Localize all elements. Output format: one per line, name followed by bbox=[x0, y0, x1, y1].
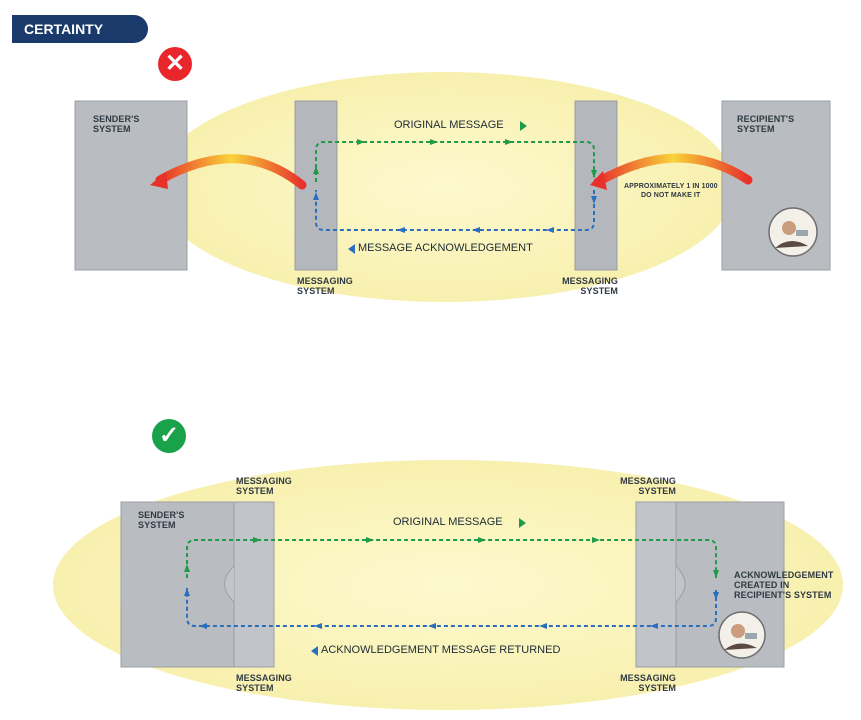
bottom-original-message-arrow-icon bbox=[519, 518, 526, 528]
top-left-failure-arc bbox=[155, 154, 307, 190]
top-left-arc-arrowhead bbox=[150, 172, 168, 189]
top-right-arc-arrowhead bbox=[590, 171, 607, 190]
bottom-sender-system-box bbox=[120, 501, 237, 668]
bottom-sender-system-label: SENDER'S SYSTEM bbox=[138, 510, 185, 530]
top-left-messaging-system-label: MESSAGING SYSTEM bbox=[297, 276, 353, 296]
top-sender-system-box bbox=[74, 100, 188, 271]
bottom-acknowledgement-arrow-icon bbox=[311, 646, 318, 656]
top-recipient-system-label: RECIPIENT'S SYSTEM bbox=[737, 114, 795, 134]
top-failure-note-line2: DO NOT MAKE IT bbox=[641, 192, 701, 199]
top-right-failure-arc bbox=[593, 153, 753, 187]
bottom-acknowledgement-flow bbox=[186, 588, 717, 627]
top-original-message-flow bbox=[315, 141, 595, 182]
top-green-arrows bbox=[313, 139, 597, 178]
check-mark-icon: ✓ bbox=[152, 419, 186, 453]
top-sender-system-label: SENDER'S SYSTEM bbox=[93, 114, 140, 134]
top-original-message-arrow-icon bbox=[520, 121, 527, 131]
bottom-ack-created-line1: ACKNOWLEDGEMENT bbox=[734, 570, 834, 580]
bottom-green-arrows bbox=[184, 537, 719, 578]
bottom-ack-created-line2: CREATED IN bbox=[734, 580, 790, 590]
bottom-left-puzzle-join bbox=[224, 565, 235, 603]
bottom-left-messaging-system-box bbox=[233, 501, 275, 668]
bottom-right-puzzle-join bbox=[675, 565, 686, 603]
bottom-acknowledgement-returned-label: ACKNOWLEDGEMENT MESSAGE RETURNED bbox=[321, 644, 561, 656]
top-acknowledgement-flow bbox=[315, 190, 595, 231]
top-blue-arrows bbox=[313, 192, 597, 233]
top-right-messaging-system-label: MESSAGING SYSTEM bbox=[562, 276, 618, 296]
x-mark-icon: ✕ bbox=[158, 47, 192, 81]
top-original-message-label: ORIGINAL MESSAGE bbox=[394, 119, 504, 131]
certainty-title-badge: CERTAINTY bbox=[12, 15, 148, 43]
bottom-ack-created-line3: RECIPIENT'S SYSTEM bbox=[734, 590, 832, 600]
bottom-left-messaging-top-label: MESSAGING SYSTEM bbox=[236, 476, 292, 496]
bottom-blue-arrows bbox=[184, 588, 719, 629]
bottom-original-message-label: ORIGINAL MESSAGE bbox=[393, 516, 503, 528]
top-acknowledgement-arrow-icon bbox=[348, 244, 355, 254]
bottom-right-messaging-system-box bbox=[635, 501, 677, 668]
bottom-left-messaging-bottom-label: MESSAGING SYSTEM bbox=[236, 673, 292, 693]
top-acknowledgement-label: MESSAGE ACKNOWLEDGEMENT bbox=[358, 242, 533, 254]
top-failure-note-line1: APPROXIMATELY 1 IN 1000 bbox=[624, 183, 718, 190]
bottom-right-messaging-bottom-label: MESSAGING SYSTEM bbox=[620, 673, 676, 693]
bottom-right-messaging-top-label: MESSAGING SYSTEM bbox=[620, 476, 676, 496]
